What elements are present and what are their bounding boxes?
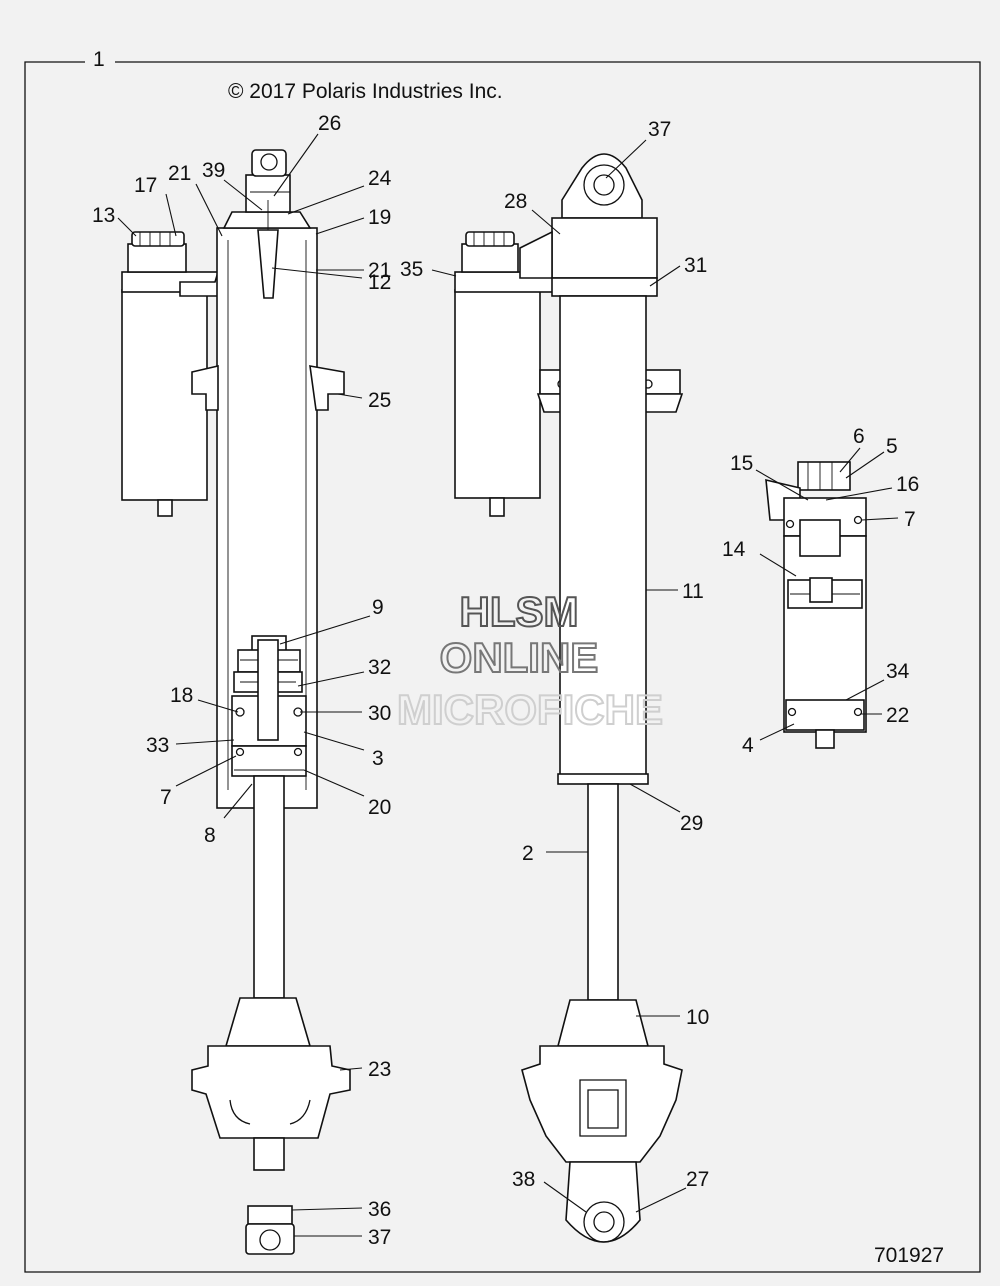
diagram-frame bbox=[24, 61, 981, 1273]
callout-31: 31 bbox=[684, 254, 707, 277]
callout-28: 28 bbox=[504, 190, 527, 213]
watermark-line1: HLSM bbox=[460, 588, 579, 635]
callout-25: 25 bbox=[368, 389, 391, 412]
callout-5: 5 bbox=[886, 435, 898, 458]
callout-4: 4 bbox=[742, 734, 754, 757]
callout-34: 34 bbox=[886, 660, 910, 683]
callout-22: 22 bbox=[886, 704, 909, 727]
callout-32: 32 bbox=[368, 656, 391, 679]
callout-33: 33 bbox=[146, 734, 169, 757]
callout-20: 20 bbox=[368, 796, 391, 819]
callout-18: 18 bbox=[170, 684, 193, 707]
frame-label: 1 bbox=[93, 48, 105, 71]
figure-number: 701927 bbox=[874, 1244, 944, 1267]
callout-30: 30 bbox=[368, 702, 391, 725]
copyright-text: © 2017 Polaris Industries Inc. bbox=[228, 80, 503, 103]
callout-21-top: 21 bbox=[168, 162, 191, 185]
callout-29: 29 bbox=[680, 812, 703, 835]
left-shock-cutaway bbox=[121, 149, 351, 1255]
watermark-line3: MICROFICHE bbox=[397, 686, 663, 733]
callout-11: 11 bbox=[682, 580, 704, 603]
callout-16: 16 bbox=[896, 473, 919, 496]
callout-7-left: 7 bbox=[160, 786, 172, 809]
callout-26: 26 bbox=[318, 112, 341, 135]
callout-24: 24 bbox=[368, 167, 392, 190]
callout-21: 21 bbox=[368, 259, 391, 282]
right-reservoir-section bbox=[765, 461, 867, 749]
callout-6: 6 bbox=[853, 425, 865, 448]
callout-15: 15 bbox=[730, 452, 753, 475]
callout-35: 35 bbox=[400, 258, 423, 281]
callout-38: 38 bbox=[512, 1168, 535, 1191]
callout-37-bottom: 37 bbox=[368, 1226, 391, 1249]
callout-2: 2 bbox=[522, 842, 534, 865]
callout-7-right: 7 bbox=[904, 508, 916, 531]
callout-27: 27 bbox=[686, 1168, 709, 1191]
callout-39: 39 bbox=[202, 159, 225, 182]
callout-numbers: 26 17 21 39 24 13 19 21 12 25 9 32 18 30… bbox=[92, 112, 919, 1249]
callout-37-top: 37 bbox=[648, 118, 671, 141]
callout-10: 10 bbox=[686, 1006, 709, 1029]
callout-3: 3 bbox=[372, 747, 384, 770]
watermark-line2: ONLINE bbox=[440, 634, 599, 681]
callout-8: 8 bbox=[204, 824, 216, 847]
callout-17: 17 bbox=[134, 174, 157, 197]
callout-12: 12 bbox=[368, 271, 391, 294]
callout-14: 14 bbox=[722, 538, 746, 561]
callout-23: 23 bbox=[368, 1058, 391, 1081]
callout-13: 13 bbox=[92, 204, 115, 227]
middle-shock-exterior bbox=[454, 153, 684, 1243]
callout-9: 9 bbox=[372, 596, 384, 619]
callout-leader-lines bbox=[117, 133, 899, 1237]
watermark: HLSM ONLINE MICROFICHE bbox=[396, 587, 664, 734]
callout-36: 36 bbox=[368, 1198, 391, 1221]
callout-19: 19 bbox=[368, 206, 391, 229]
